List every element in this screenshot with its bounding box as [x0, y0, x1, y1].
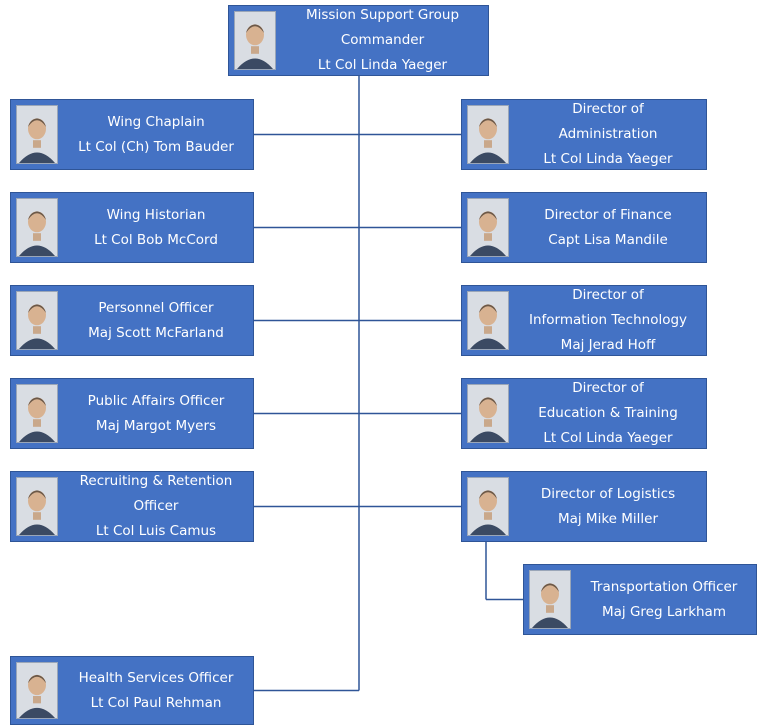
person-name: Lt Col Linda Yaeger: [317, 57, 448, 73]
person-name: Lt Col Luis Camus: [95, 523, 217, 539]
portrait-photo: [16, 105, 58, 164]
person-name: Lt Col Paul Rehman: [90, 694, 222, 711]
role-title: Director of: [572, 380, 644, 396]
role-title: Recruiting & Retention: [79, 473, 233, 489]
person-name: Maj Margot Myers: [95, 417, 217, 434]
portrait-photo: [16, 198, 58, 257]
portrait-photo: [16, 384, 58, 443]
portrait-photo: [529, 570, 571, 629]
person-name: Maj Jerad Hoff: [560, 337, 656, 353]
org-box-historian: Wing Historian Lt Col Bob McCord: [10, 192, 254, 263]
org-box-chaplain: Wing Chaplain Lt Col (Ch) Tom Bauder: [10, 99, 254, 170]
portrait-photo: [467, 105, 509, 164]
role-title: Administration: [558, 126, 658, 142]
org-box-text: Director of Administration Lt Col Linda Ya…: [512, 100, 704, 169]
role-title: Public Affairs Officer: [87, 392, 225, 409]
role-title: Officer: [133, 498, 179, 514]
org-box-administration: Director of Administration Lt Col Linda Ya…: [461, 99, 707, 170]
role-title: Director of Logistics: [540, 485, 676, 502]
role-title: Health Services Officer: [78, 669, 234, 686]
portrait-photo: [16, 477, 58, 536]
org-box-text: Wing Chaplain Lt Col (Ch) Tom Bauder: [61, 100, 251, 169]
org-box-text: Wing Historian Lt Col Bob McCord: [61, 193, 251, 262]
role-title: Mission Support Group: [305, 7, 460, 23]
portrait-photo: [16, 662, 58, 719]
role-title: Information Technology: [528, 312, 688, 328]
person-name: Maj Scott McFarland: [88, 324, 224, 341]
role-title: Personnel Officer: [98, 299, 214, 316]
role-title: Wing Chaplain: [107, 113, 205, 130]
person-name: Lt Col (Ch) Tom Bauder: [78, 138, 234, 155]
portrait-photo: [467, 198, 509, 257]
portrait-photo: [16, 291, 58, 350]
org-box-health: Health Services Officer Lt Col Paul Rehma…: [10, 656, 254, 725]
portrait-photo: [467, 291, 509, 350]
role-title: Commander: [340, 32, 425, 48]
person-name: Capt Lisa Mandile: [548, 231, 668, 248]
portrait-photo: [234, 11, 276, 70]
org-box-text: Health Services Officer Lt Col Paul Rehma…: [61, 657, 251, 724]
role-title: Wing Historian: [106, 206, 206, 223]
person-name: Lt Col Linda Yaeger: [543, 151, 673, 167]
role-title: Transportation Officer: [590, 578, 738, 595]
role-title: Director of: [572, 101, 644, 117]
org-box-text: Director of Education & Training Lt Col Li…: [512, 379, 704, 448]
person-name: Lt Col Linda Yaeger: [543, 430, 673, 446]
role-title: Education & Training: [538, 405, 678, 421]
portrait-photo: [467, 477, 509, 536]
portrait-photo: [467, 384, 509, 443]
role-title: Director of: [572, 287, 644, 303]
role-title: Director of Finance: [544, 206, 672, 223]
org-box-education: Director of Education & Training Lt Col Li…: [461, 378, 707, 449]
person-name: Maj Greg Larkham: [602, 603, 726, 620]
person-name: Maj Mike Miller: [557, 510, 659, 527]
person-name: Lt Col Bob McCord: [94, 231, 218, 248]
